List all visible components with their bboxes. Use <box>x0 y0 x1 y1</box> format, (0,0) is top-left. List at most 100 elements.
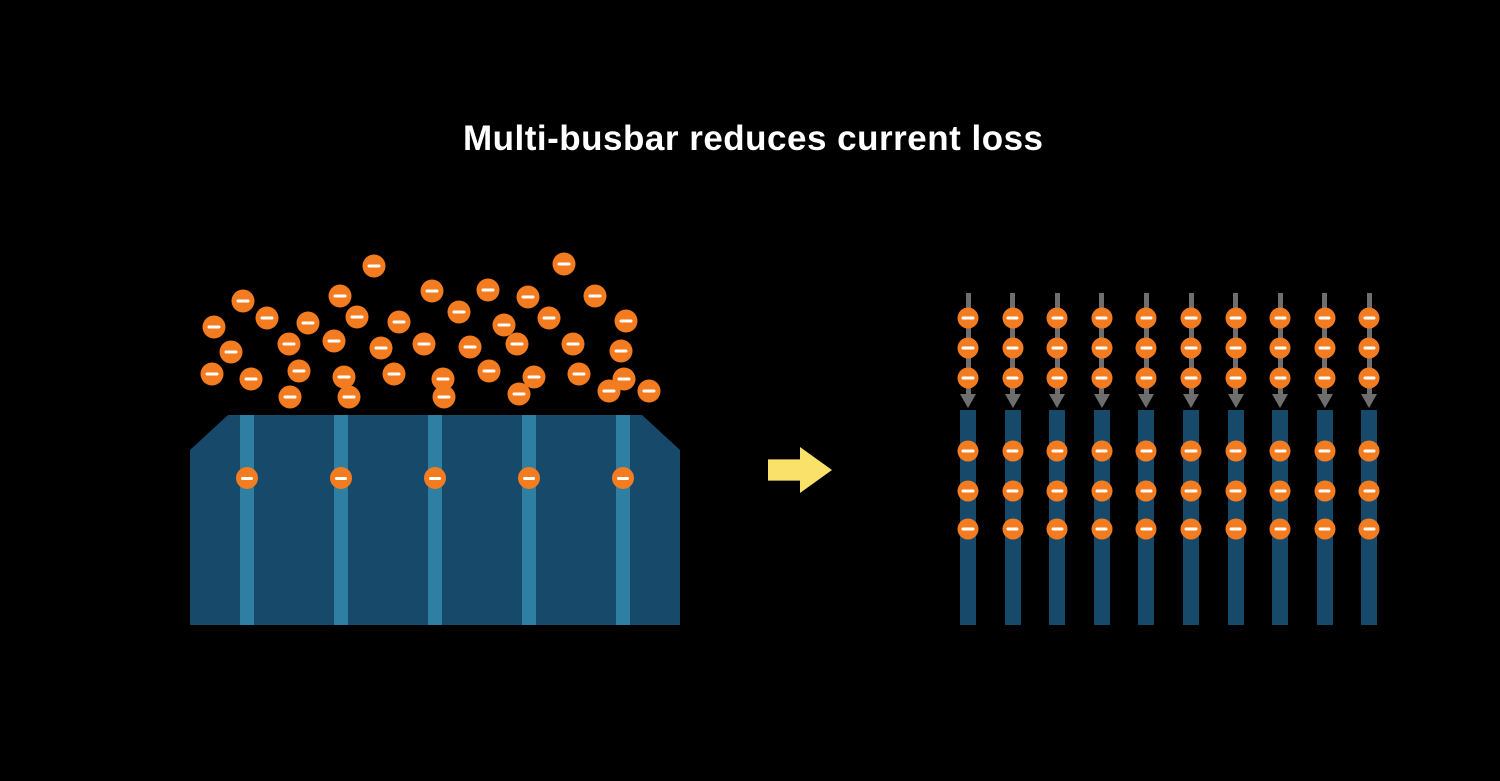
electron <box>516 285 540 309</box>
electron <box>1269 337 1291 359</box>
electron <box>1180 337 1202 359</box>
electron <box>1091 367 1113 389</box>
electron <box>1046 337 1068 359</box>
electron <box>231 289 255 313</box>
electron <box>424 467 446 489</box>
down-arrow-head <box>1316 394 1333 408</box>
electron <box>1091 307 1113 329</box>
electron <box>382 362 406 386</box>
electron <box>1135 307 1157 329</box>
down-arrow-head <box>1049 394 1066 408</box>
electron <box>1225 480 1247 502</box>
electron <box>597 379 621 403</box>
electron <box>387 310 411 334</box>
electron <box>431 367 455 391</box>
electron <box>1269 480 1291 502</box>
electron <box>1046 518 1068 540</box>
electron <box>432 385 456 409</box>
electron <box>1225 440 1247 462</box>
electron <box>1135 367 1157 389</box>
electron <box>637 379 661 403</box>
electron <box>1314 518 1336 540</box>
electron <box>1180 480 1202 502</box>
electron <box>612 467 634 489</box>
electron <box>278 385 302 409</box>
electron <box>287 359 311 383</box>
electron <box>1314 337 1336 359</box>
electron <box>957 337 979 359</box>
title: Multi-busbar reduces current loss <box>463 119 1044 158</box>
down-arrow-head <box>1093 394 1110 408</box>
electron <box>583 284 607 308</box>
electron <box>537 306 561 330</box>
electron <box>1046 367 1068 389</box>
electron <box>1091 518 1113 540</box>
mbb-bar <box>1093 410 1110 625</box>
electron <box>1225 518 1247 540</box>
electron <box>1091 337 1113 359</box>
electron <box>1046 307 1068 329</box>
electron <box>236 467 258 489</box>
electron <box>1002 337 1024 359</box>
mbb-bar <box>1361 410 1378 625</box>
electron <box>1046 480 1068 502</box>
mbb-bar <box>1049 410 1066 625</box>
electron <box>1135 337 1157 359</box>
electron <box>1269 518 1291 540</box>
electron <box>1180 440 1202 462</box>
electron <box>614 309 638 333</box>
mbb-bar <box>1004 410 1021 625</box>
electron <box>476 278 500 302</box>
electron <box>332 365 356 389</box>
electron <box>1135 480 1157 502</box>
electron <box>420 279 444 303</box>
electron <box>1314 367 1336 389</box>
electron <box>1225 307 1247 329</box>
electron <box>492 313 516 337</box>
down-arrow-head <box>1361 394 1378 408</box>
electron <box>1180 367 1202 389</box>
down-arrow-head <box>1004 394 1021 408</box>
electron <box>1358 480 1380 502</box>
mbb-bar <box>1227 410 1244 625</box>
electron <box>1358 307 1380 329</box>
electron <box>1269 307 1291 329</box>
electron <box>507 382 531 406</box>
electron <box>1269 367 1291 389</box>
electron <box>567 362 591 386</box>
electron <box>219 340 243 364</box>
electron <box>477 359 501 383</box>
mbb-bar <box>1316 410 1333 625</box>
electron <box>552 252 576 276</box>
electron <box>458 335 482 359</box>
electron <box>1314 440 1336 462</box>
electron <box>1180 518 1202 540</box>
electron <box>957 518 979 540</box>
electron <box>1358 367 1380 389</box>
electron <box>1180 307 1202 329</box>
mbb-bar <box>1183 410 1199 625</box>
electron <box>296 311 320 335</box>
electron <box>1002 440 1024 462</box>
electron <box>1002 518 1024 540</box>
electron <box>1135 518 1157 540</box>
electron <box>255 306 279 330</box>
electron <box>609 339 633 363</box>
electron <box>957 440 979 462</box>
electron <box>328 284 352 308</box>
electron <box>1314 307 1336 329</box>
electron <box>1135 440 1157 462</box>
